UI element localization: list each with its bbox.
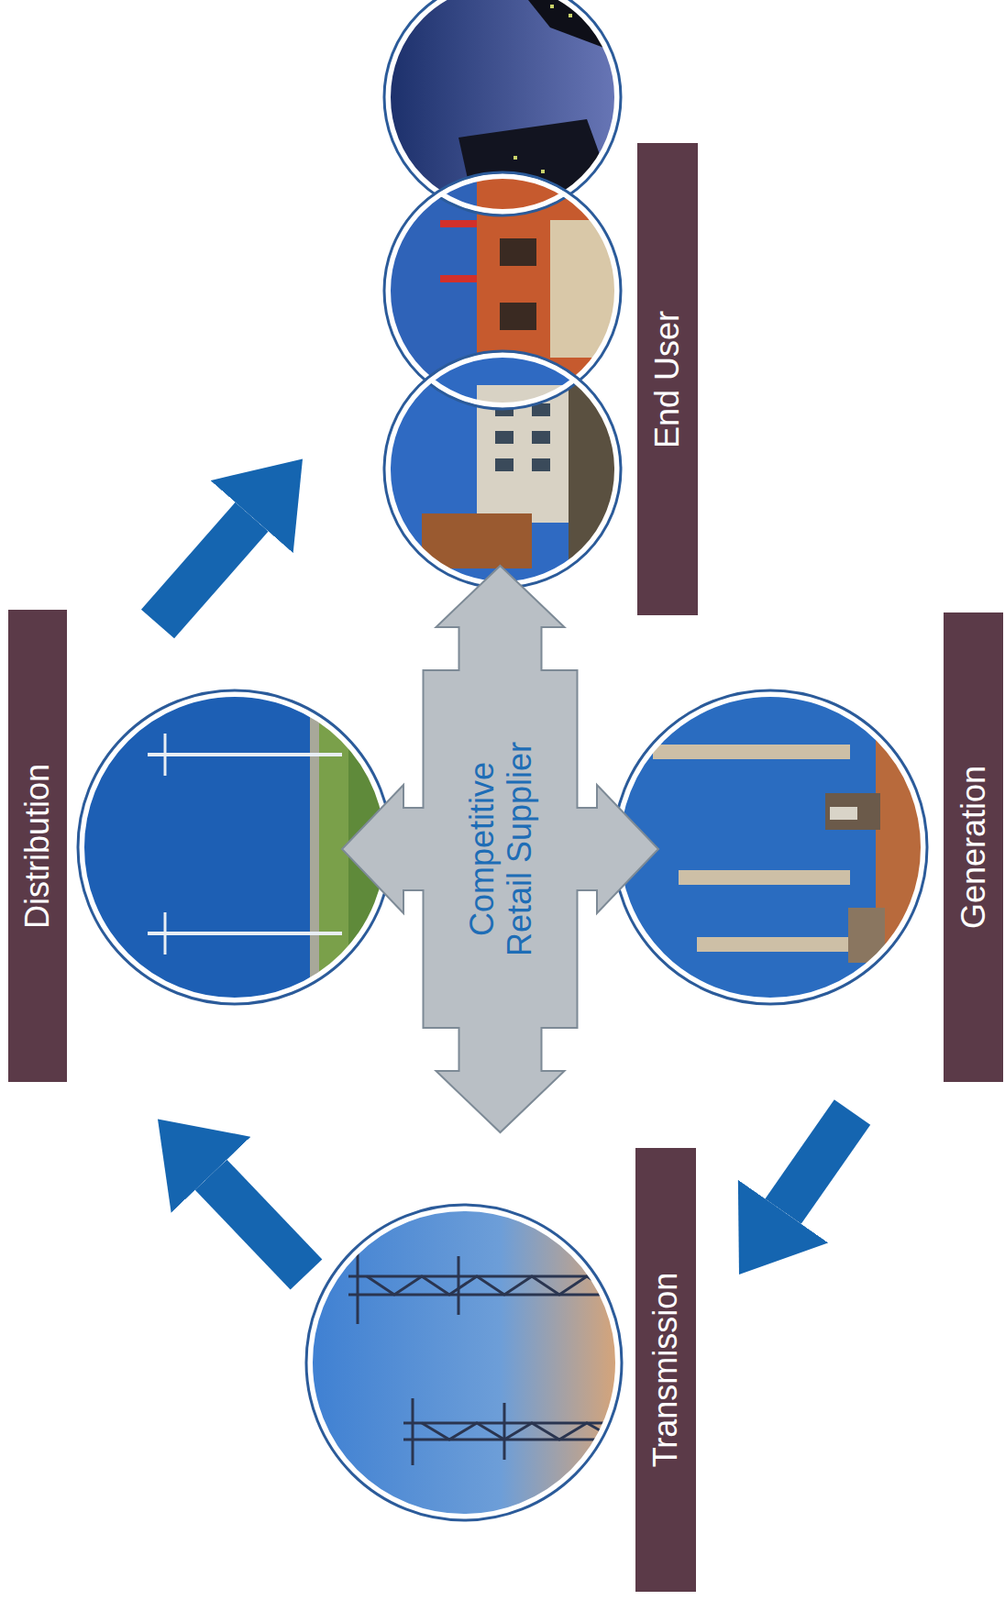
transmission-photo (302, 1201, 633, 1532)
stage-label: End User (648, 309, 686, 448)
stage-label-band: Generation (943, 612, 1004, 1083)
flow-arrow (210, 1174, 307, 1275)
stage-label-band: End User (637, 143, 698, 616)
center-label: Competitive Retail Supplier (462, 739, 539, 960)
flow-arrow (783, 1112, 852, 1212)
cross-arrow-outline (342, 565, 659, 1133)
four-way-arrow: Competitive Retail Supplier (342, 565, 659, 1133)
photo-ring (306, 1204, 622, 1521)
stage-label-band: Transmission (635, 1148, 696, 1592)
stage-label: Transmission (646, 1272, 685, 1469)
stage-label: Distribution (18, 762, 56, 928)
photo-ring (384, 0, 621, 588)
photo-ring (81, 694, 388, 1001)
stage-label-band: Distribution (8, 609, 67, 1083)
flow-arrow (157, 517, 253, 625)
photo-ring (613, 690, 928, 1005)
photo-ring (617, 694, 924, 1001)
generation-photo (614, 687, 945, 1018)
photo-ring (309, 1208, 619, 1517)
stage-label: Generation (954, 765, 993, 929)
